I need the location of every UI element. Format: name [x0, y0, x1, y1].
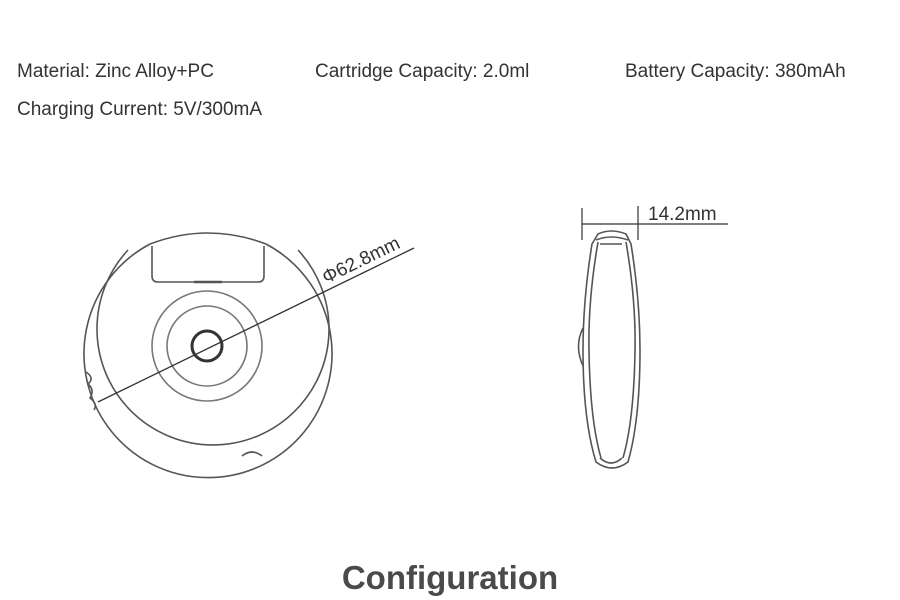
cartridge-window [151, 246, 265, 283]
side-view-drawing [577, 206, 728, 469]
page-caption: Configuration [341, 559, 559, 596]
diameter-label: Φ62.8mm [319, 233, 404, 289]
charge-port-outline [241, 451, 263, 457]
spec-battery-capacity: Battery Capacity: 380mAh [625, 61, 846, 82]
front-view-drawing [83, 232, 415, 479]
side-inner-right-contour [622, 241, 636, 459]
center-outer-ring [151, 290, 263, 402]
spec-charging-current: Charging Current: 5V/300mA [17, 99, 263, 120]
thickness-label: 14.2mm [648, 204, 717, 225]
diameter-dimension-line [97, 247, 415, 403]
center-button [190, 329, 224, 363]
spec-cartridge-capacity: Cartridge Capacity: 2.0ml [315, 61, 530, 82]
side-button-bulge [577, 327, 584, 367]
spec-material: Material: Zinc Alloy+PC [17, 61, 214, 82]
side-bottom-cap [599, 457, 623, 464]
side-grip-notches [85, 371, 97, 411]
side-body-outline [582, 230, 641, 469]
center-middle-ring [166, 305, 248, 387]
side-top-cap [595, 236, 629, 241]
inner-body-outline [96, 249, 330, 446]
top-cap-arc [149, 232, 267, 245]
side-inner-left-contour [588, 241, 602, 459]
